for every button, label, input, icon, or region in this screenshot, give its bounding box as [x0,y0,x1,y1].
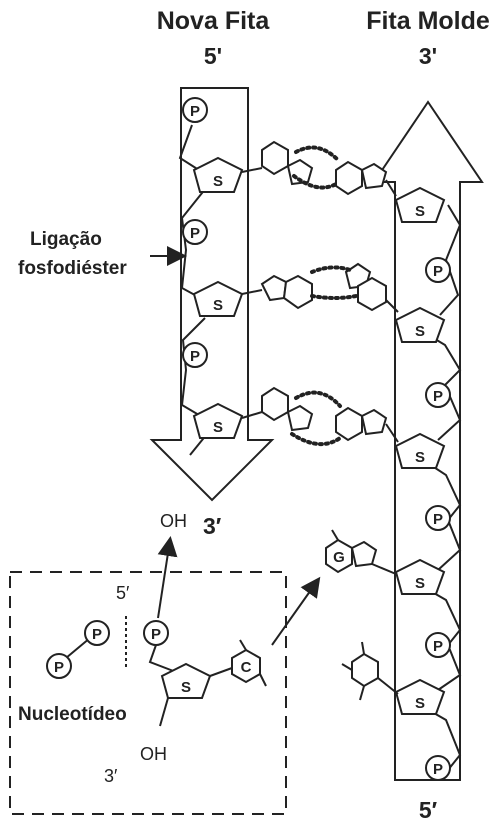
template-strand-phosphate-2: P [425,382,451,408]
svg-text:S: S [213,297,223,314]
svg-text:S: S [213,419,223,436]
arrow-to-guanine [271,576,321,646]
svg-text:P: P [433,638,443,655]
svg-text:S: S [415,203,425,220]
svg-text:S: S [213,173,223,190]
template-strand-5prime: 5′ [419,797,438,823]
cytosine-label: C [241,659,252,676]
new-strand-title: Nova Fita [157,7,271,35]
svg-text:S: S [415,695,425,712]
svg-text:S: S [415,575,425,592]
template-strand-sugar-4: S [394,558,446,595]
phosphodiester-label-line1: Ligação [30,229,102,250]
template-strand-sugar-2: S [394,306,446,343]
template-strand-3prime: 3' [419,43,437,69]
template-strand-phosphate-5: P [425,755,451,781]
svg-text:P: P [433,761,443,778]
base-pair-3 [241,386,399,446]
new-strand-sugar-2: S [192,280,244,317]
template-strand-phosphate-3: P [425,505,451,531]
svg-text:S: S [415,449,425,466]
svg-text:P: P [54,659,64,676]
new-strand-sugar-3: S [192,402,244,439]
new-strand-phosphate-3: P [182,342,208,368]
svg-text:P: P [151,626,161,643]
box-3prime: 3′ [104,766,118,786]
new-strand-phosphate-1: P [182,97,208,123]
template-strand-title: Fita Molde [366,7,490,35]
arrow-to-oh [157,536,178,619]
nucleotide-label: Nucleotídeo [18,704,127,725]
svg-text:S: S [415,323,425,340]
phosphodiester-label-line2: fosfodiéster [18,258,127,279]
box-oh: OH [140,744,167,764]
new-strand-sugar-1: S [192,156,244,193]
new-strand-3prime: 3′ [203,513,222,539]
base-pair-2 [241,262,399,313]
svg-text:P: P [190,103,200,120]
guanine-base: G [325,529,397,575]
new-strand-oh: OH [160,511,187,531]
svg-text:P: P [190,225,200,242]
template-strand-phosphate-1: P [425,257,451,283]
free-nucleotide: P P P S C [46,616,267,727]
template-strand-phosphate-4: P [425,632,451,658]
svg-text:P: P [433,388,443,405]
template-strand-sugar-5: S [394,678,446,715]
unpaired-base [341,641,399,701]
svg-text:P: P [433,263,443,280]
base-pair-1 [241,140,397,197]
template-strand-arrow [372,100,484,781]
svg-text:P: P [190,348,200,365]
svg-text:S: S [181,679,191,696]
template-strand-sugar-1: S [394,186,446,223]
template-strand-sugar-3: S [394,432,446,469]
new-strand-arrow [149,87,275,502]
new-strand-phosphate-2: P [182,219,208,245]
new-strand-5prime: 5' [204,43,222,69]
nucleotide-box [9,571,287,815]
svg-text:P: P [92,626,102,643]
svg-text:P: P [433,511,443,528]
box-5prime: 5′ [116,583,130,603]
guanine-label: G [333,549,345,566]
